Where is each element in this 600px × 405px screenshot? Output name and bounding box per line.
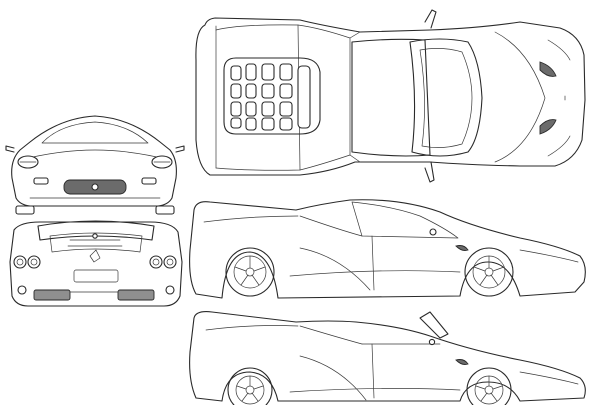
rear-wheel-spider xyxy=(227,367,273,405)
engine-louvres xyxy=(230,63,311,131)
side-view-spider xyxy=(189,311,586,405)
front-view xyxy=(5,115,185,215)
rear-view xyxy=(9,220,183,307)
top-view xyxy=(195,9,586,183)
front-wheel-spider xyxy=(466,367,512,405)
rear-wheel-coupe xyxy=(225,247,275,297)
side-view-coupe xyxy=(189,199,586,299)
front-wheel-coupe xyxy=(464,247,514,297)
